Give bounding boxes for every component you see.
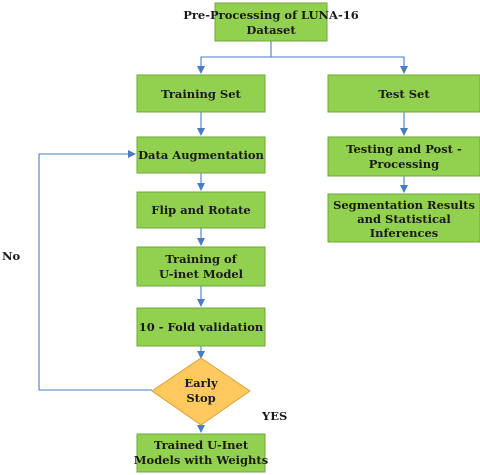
node-test-set: Test Set — [327, 74, 480, 113]
node-preprocessing: Pre-Processing of LUNA-16 Dataset — [183, 2, 359, 42]
edges — [38, 41, 408, 433]
node-fold-validation: 10 - Fold validation — [136, 307, 266, 347]
node-trained-models: Trained U-Inet Models with Weights — [134, 433, 268, 473]
node-segmentation-results: Segmentation Results and Statistical Inf… — [327, 193, 480, 243]
node-early-stop-line-2: Stop — [186, 391, 215, 405]
node-training-unet-line-1: Training of — [165, 252, 237, 266]
node-test-set-line-1: Test Set — [378, 87, 430, 101]
node-flip-rotate: Flip and Rotate — [136, 191, 266, 229]
node-trained-models-line-1: Trained U-Inet — [154, 438, 249, 452]
node-flip-rotate-line-1: Flip and Rotate — [151, 203, 250, 217]
node-testing-post-line-2: Processing — [369, 157, 439, 171]
edge-preprocessing-to-training-set — [197, 41, 272, 74]
edge-preprocessing-to-test-set — [271, 56, 408, 74]
node-data-augmentation-line-1: Data Augmentation — [138, 148, 264, 162]
node-fold-validation-line-1: 10 - Fold validation — [139, 320, 264, 334]
node-segmentation-results-line-1: Segmentation Results — [333, 198, 475, 212]
node-training-unet-line-2: U-inet Model — [159, 267, 244, 281]
node-testing-post: Testing and Post - Processing — [327, 136, 480, 177]
edge-label-yes: YES — [261, 409, 287, 423]
edge-early-stop-no-loop — [38, 150, 152, 391]
node-preprocessing-line-1: Pre-Processing of LUNA-16 — [183, 8, 359, 22]
node-data-augmentation: Data Augmentation — [136, 136, 266, 174]
node-training-set-line-1: Training Set — [161, 87, 241, 101]
node-segmentation-results-line-3: Inferences — [370, 226, 439, 240]
node-training-set: Training Set — [136, 74, 266, 113]
node-segmentation-results-line-2: and Statistical — [357, 212, 451, 226]
node-trained-models-line-2: Models with Weights — [134, 453, 268, 467]
node-early-stop-decision: Early Stop — [151, 357, 251, 426]
node-early-stop-line-1: Early — [184, 376, 218, 390]
node-testing-post-line-1: Testing and Post - — [346, 142, 462, 156]
node-training-unet: Training of U-inet Model — [136, 246, 266, 287]
node-preprocessing-line-2: Dataset — [246, 23, 296, 37]
edge-label-no: No — [2, 249, 21, 263]
